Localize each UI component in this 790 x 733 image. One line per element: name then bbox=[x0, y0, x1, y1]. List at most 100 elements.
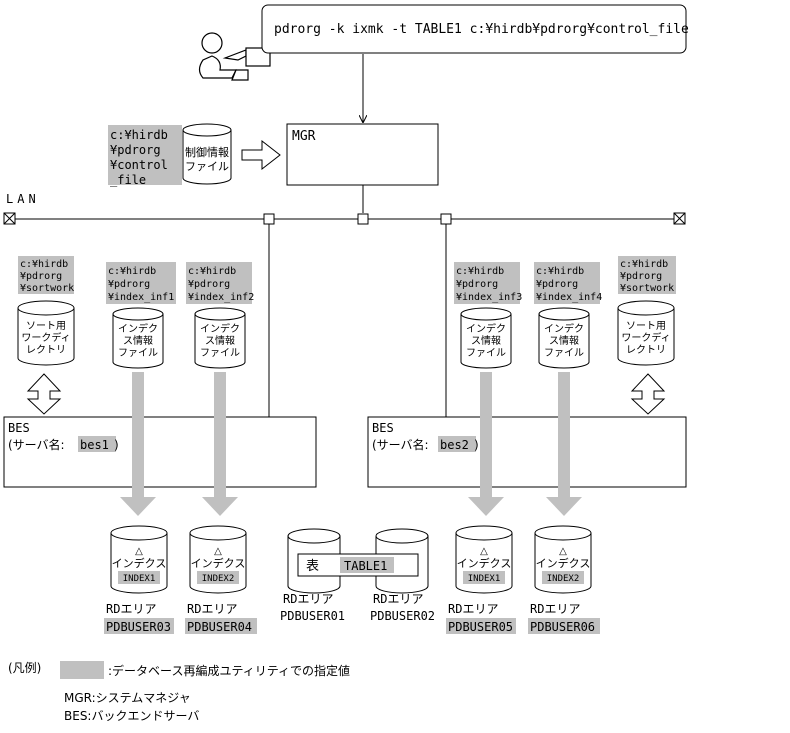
svg-text:インデクス: インデクス bbox=[457, 556, 512, 570]
svg-text:ス情報: ス情報 bbox=[205, 334, 235, 347]
svg-text:INDEX2: INDEX2 bbox=[547, 574, 580, 584]
index-inf4-path: c:¥hirdb ¥pdrorg ¥index_inf4 bbox=[534, 262, 602, 304]
svg-text:c:¥hirdb: c:¥hirdb bbox=[620, 259, 668, 270]
svg-text:RDエリア: RDエリア bbox=[187, 602, 237, 616]
lan-node-bes2 bbox=[440, 213, 452, 225]
svg-text:c:¥hirdb: c:¥hirdb bbox=[108, 266, 156, 277]
svg-text:インデクス: インデクス bbox=[112, 556, 167, 570]
svg-text:レクトリ: レクトリ bbox=[26, 344, 66, 356]
rd-area-pdbuser04: △ インデクス INDEX2 RDエリア PDBUSER04 bbox=[185, 525, 257, 634]
svg-text:PDBUSER01: PDBUSER01 bbox=[280, 609, 345, 623]
svg-text:インデク: インデク bbox=[118, 322, 158, 335]
svg-text:MGR: MGR bbox=[292, 129, 316, 144]
svg-text:¥index_inf2: ¥index_inf2 bbox=[188, 292, 254, 303]
svg-text:△: △ bbox=[214, 546, 222, 557]
svg-text:ファイル: ファイル bbox=[466, 348, 506, 359]
svg-text:(サーバ名:: (サーバ名: bbox=[8, 437, 65, 452]
control-file-cylinder: 制御情報 ファイル bbox=[182, 123, 232, 185]
sortwork-left-cylinder: ソート用 ワークディ レクトリ bbox=[17, 300, 75, 366]
mgr-box: MGR bbox=[286, 123, 439, 186]
svg-text:c:¥hirdb: c:¥hirdb bbox=[456, 266, 504, 277]
svg-text:¥sortwork: ¥sortwork bbox=[20, 283, 74, 294]
svg-text:制御情報: 制御情報 bbox=[185, 145, 229, 159]
svg-text:c:¥hirdb: c:¥hirdb bbox=[20, 259, 68, 270]
lan-terminator-right bbox=[673, 212, 686, 225]
svg-text:c:¥hirdb: c:¥hirdb bbox=[188, 266, 236, 277]
svg-text:△: △ bbox=[135, 546, 143, 557]
sortwork-right-arrow bbox=[630, 373, 666, 415]
svg-text:¥index_inf3: ¥index_inf3 bbox=[456, 292, 522, 303]
svg-text:ファイル: ファイル bbox=[200, 348, 240, 359]
sortwork-right-path: c:¥hirdb ¥pdrorg ¥sortwork bbox=[618, 256, 676, 294]
rd-area-pdbuser05: △ インデクス INDEX1 RDエリア PDBUSER05 bbox=[446, 525, 516, 634]
svg-text:RDエリア: RDエリア bbox=[448, 602, 498, 616]
flow-arrow-2 bbox=[202, 372, 238, 516]
bes2-box: BES (サーバ名: bes2 ) bbox=[367, 416, 687, 488]
svg-text:_file: _file bbox=[110, 173, 146, 187]
rd-area-pdbuser03: △ インデクス INDEX1 RDエリア PDBUSER03 bbox=[104, 525, 174, 634]
svg-text:BES: BES bbox=[372, 421, 394, 435]
table-label: 表 bbox=[306, 559, 319, 574]
svg-text:ファイル: ファイル bbox=[118, 348, 158, 359]
svg-text:インデク: インデク bbox=[200, 322, 240, 335]
svg-text:¥index_inf1: ¥index_inf1 bbox=[108, 292, 174, 303]
svg-text:インデクス: インデクス bbox=[191, 556, 246, 570]
legend-title: (凡例) bbox=[8, 661, 41, 675]
svg-text:(サーバ名:: (サーバ名: bbox=[372, 437, 429, 452]
operator-icon bbox=[198, 32, 271, 81]
svg-text:PDBUSER05: PDBUSER05 bbox=[448, 620, 513, 634]
svg-text:インデク: インデク bbox=[544, 322, 584, 335]
svg-text:ス情報: ス情報 bbox=[471, 334, 501, 347]
lan-node-bes1 bbox=[263, 213, 275, 225]
svg-text:): ) bbox=[474, 438, 479, 452]
table-name: TABLE1 bbox=[344, 559, 387, 573]
svg-text:PDBUSER03: PDBUSER03 bbox=[106, 620, 171, 634]
svg-text:¥pdrorg: ¥pdrorg bbox=[110, 143, 161, 157]
lan-node-mgr bbox=[357, 213, 369, 225]
svg-text:¥pdrorg: ¥pdrorg bbox=[108, 279, 150, 290]
svg-text:¥pdrorg: ¥pdrorg bbox=[188, 279, 230, 290]
svg-text:¥sortwork: ¥sortwork bbox=[620, 283, 674, 294]
svg-text:PDBUSER02: PDBUSER02 bbox=[370, 609, 435, 623]
svg-text:INDEX2: INDEX2 bbox=[202, 574, 235, 584]
index-inf3-path: c:¥hirdb ¥pdrorg ¥index_inf3 bbox=[454, 262, 522, 304]
bes1-box: BES (サーバ名: bes1 ) bbox=[3, 416, 317, 488]
svg-text:ス情報: ス情報 bbox=[549, 334, 579, 347]
command-box: pdrorg -k ixmk -t TABLE1 c:¥hirdb¥pdrorg… bbox=[261, 4, 689, 54]
flow-arrow-4 bbox=[546, 372, 582, 516]
legend-highlight-text: :データベース再編成ユティリティでの指定値 bbox=[108, 663, 350, 678]
control-file-arrow bbox=[241, 139, 281, 171]
table-table1: 表 TABLE1 RDエリア PDBUSER01 RDエリア PDBUSER02 bbox=[280, 528, 435, 623]
lan-label: LAN bbox=[6, 192, 40, 206]
svg-text:bes1: bes1 bbox=[80, 438, 109, 452]
svg-text:RDエリア: RDエリア bbox=[283, 592, 333, 606]
svg-text:INDEX1: INDEX1 bbox=[123, 574, 156, 584]
svg-text:ス情報: ス情報 bbox=[123, 334, 153, 347]
sortwork-left-arrow bbox=[26, 373, 62, 415]
index-inf2-cylinder: インデク ス情報 ファイル bbox=[194, 307, 246, 369]
svg-text:ファイル: ファイル bbox=[544, 348, 584, 359]
svg-text:c:¥hirdb: c:¥hirdb bbox=[110, 128, 168, 142]
index-inf1-path: c:¥hirdb ¥pdrorg ¥index_inf1 bbox=[106, 262, 176, 304]
flow-arrow-3 bbox=[468, 372, 504, 516]
svg-text:ワークディ: ワークディ bbox=[621, 331, 670, 344]
svg-text:BES: BES bbox=[8, 421, 30, 435]
svg-text:c:¥hirdb: c:¥hirdb bbox=[536, 266, 584, 277]
lan-terminator-left bbox=[3, 212, 16, 225]
svg-text:RDエリア: RDエリア bbox=[530, 602, 580, 616]
svg-text:ファイル: ファイル bbox=[185, 160, 229, 173]
svg-text:インデクス: インデクス bbox=[536, 556, 591, 570]
sortwork-left-path: c:¥hirdb ¥pdrorg ¥sortwork bbox=[18, 256, 74, 294]
svg-text:PDBUSER06: PDBUSER06 bbox=[530, 620, 595, 634]
legend-bes-text: BES:バックエンドサーバ bbox=[64, 709, 199, 723]
svg-text:RDエリア: RDエリア bbox=[373, 592, 423, 606]
svg-text:RDエリア: RDエリア bbox=[106, 602, 156, 616]
index-inf4-cylinder: インデク ス情報 ファイル bbox=[538, 307, 590, 369]
svg-text:¥pdrorg: ¥pdrorg bbox=[620, 271, 662, 282]
svg-text:ワークディ: ワークディ bbox=[21, 331, 70, 344]
legend-mgr-text: MGR:システムマネジャ bbox=[64, 691, 191, 705]
svg-text:ソート用: ソート用 bbox=[626, 321, 666, 332]
svg-text:インデク: インデク bbox=[466, 322, 506, 335]
legend-swatch bbox=[60, 661, 104, 679]
